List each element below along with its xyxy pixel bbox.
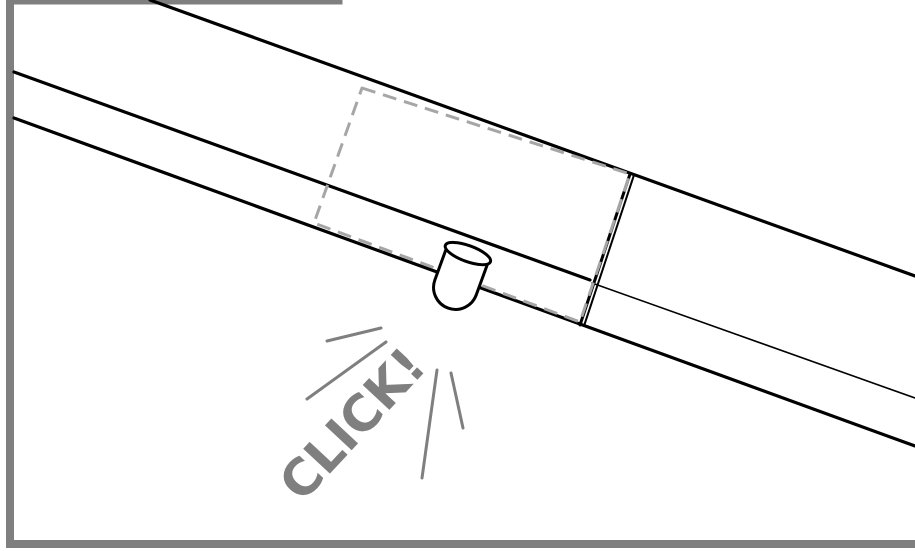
hidden-inner-section (312, 86, 632, 324)
push-button-rim (443, 240, 493, 267)
frame (6, 0, 915, 548)
outer-tube-top-edge (148, 0, 915, 278)
inner-tube-center-line (591, 282, 915, 399)
outer-tube (12, 0, 915, 282)
tube-end-seam (578, 172, 635, 327)
click-label: CLICK! (268, 337, 437, 512)
frame-border (6, 0, 915, 548)
push-button-pin (432, 240, 493, 311)
outer-tube-bottom-edge (12, 70, 592, 282)
click-motion-lines (305, 326, 465, 480)
